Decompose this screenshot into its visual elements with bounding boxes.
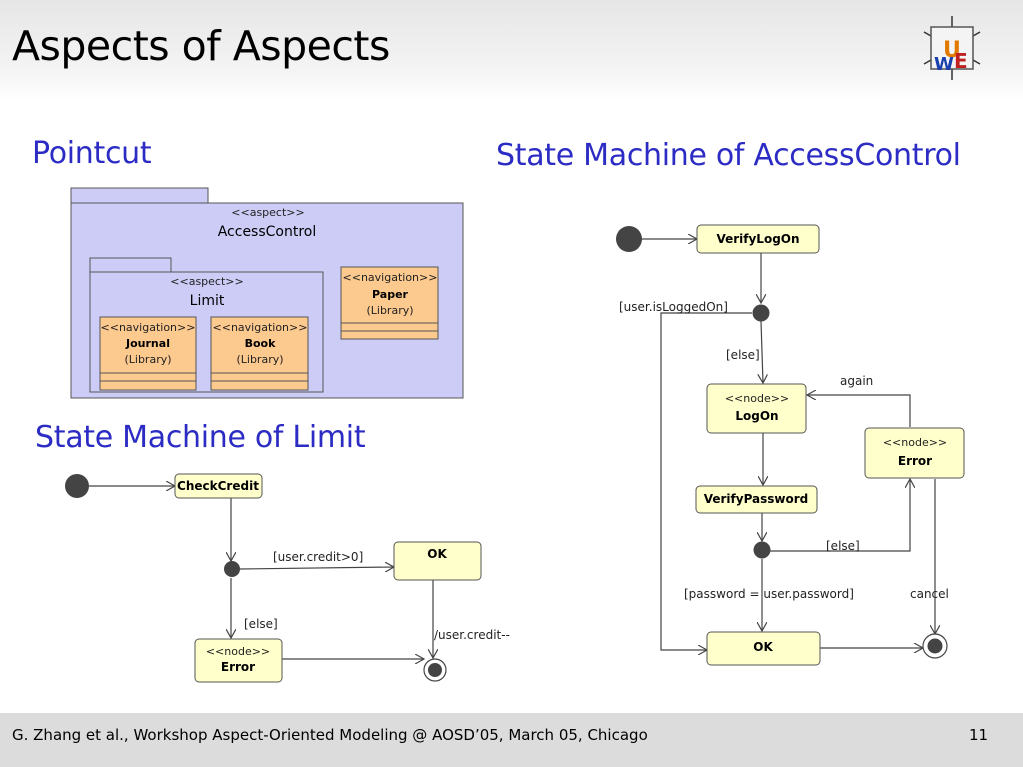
class-journal-stereotype: <<navigation>>: [101, 321, 196, 334]
package-limit-stereotype: <<aspect>>: [170, 275, 243, 288]
svg-text:OK: OK: [753, 640, 773, 654]
access-final-state: [922, 633, 948, 659]
access-state-logon: <<node>> LogOn: [706, 383, 807, 434]
access-guard-else-2: [else]: [826, 539, 860, 553]
slide-title: Aspects of Aspects: [12, 22, 390, 70]
access-guard-else-1: [else]: [726, 348, 760, 362]
access-initial-state: [616, 226, 642, 252]
class-paper-stereotype: <<navigation>>: [343, 271, 438, 284]
access-sm-heading: State Machine of AccessControl: [496, 138, 961, 173]
class-journal-type: (Library): [124, 353, 171, 366]
class-book-name: Book: [245, 337, 276, 350]
uwe-logo: U W E: [923, 16, 981, 80]
limit-state-ok: OK: [393, 541, 482, 581]
class-paper: <<navigation>> Paper (Library): [340, 266, 439, 340]
access-label-again: again: [840, 374, 873, 388]
limit-guard-credit: [user.credit>0]: [273, 550, 363, 564]
page-number: 11: [969, 726, 989, 744]
class-book: <<navigation>> Book (Library): [210, 316, 309, 391]
access-state-verifypassword: VerifyPassword: [695, 485, 818, 514]
svg-text:VerifyLogOn: VerifyLogOn: [716, 232, 799, 246]
svg-text:E: E: [954, 49, 968, 73]
svg-text:Error: Error: [221, 660, 255, 674]
class-journal-name: Journal: [125, 337, 170, 350]
access-state-machine: [642, 239, 935, 650]
class-book-stereotype: <<navigation>>: [213, 321, 308, 334]
svg-text:LogOn: LogOn: [735, 409, 778, 423]
svg-text:<<node>>: <<node>>: [206, 645, 270, 658]
access-choice-logged-on: [752, 304, 770, 322]
svg-text:U: U: [943, 38, 961, 63]
class-paper-type: (Library): [366, 304, 413, 317]
slide-header: [0, 0, 1023, 100]
limit-initial-state: [65, 474, 89, 498]
access-label-cancel: cancel: [910, 587, 949, 601]
svg-text:Error: Error: [898, 454, 932, 468]
svg-text:<<node>>: <<node>>: [725, 392, 789, 405]
limit-sm-heading: State Machine of Limit: [35, 420, 366, 455]
package-limit-name: Limit: [190, 293, 225, 309]
class-book-type: (Library): [236, 353, 283, 366]
pointcut-heading: Pointcut: [32, 136, 152, 171]
limit-state-checkcredit: CheckCredit: [174, 473, 263, 499]
access-state-verifylogon: VerifyLogOn: [696, 224, 820, 254]
footer-citation: G. Zhang et al., Workshop Aspect-Oriente…: [12, 726, 648, 744]
limit-state-machine: [89, 486, 433, 659]
access-guard-logged-on: [user.isLoggedOn]: [619, 300, 728, 314]
class-journal: <<navigation>> Journal (Library): [99, 316, 197, 391]
access-guard-password: [password = user.password]: [684, 587, 854, 601]
limit-action-credit: /user.credit--: [434, 628, 510, 642]
access-choice-password: [753, 541, 771, 559]
svg-text:VerifyPassword: VerifyPassword: [704, 492, 809, 506]
svg-text:<<node>>: <<node>>: [883, 436, 947, 449]
package-accesscontrol-stereotype: <<aspect>>: [231, 206, 304, 219]
limit-final-state: [423, 658, 447, 682]
class-paper-name: Paper: [372, 288, 409, 301]
svg-text:OK: OK: [427, 547, 447, 561]
limit-guard-else: [else]: [244, 617, 278, 631]
limit-state-error: <<node>> Error: [194, 638, 283, 683]
slide-footer: [0, 713, 1023, 767]
package-accesscontrol-name: AccessControl: [218, 224, 317, 240]
access-state-ok: OK: [706, 631, 821, 666]
svg-text:W: W: [934, 54, 954, 75]
svg-text:CheckCredit: CheckCredit: [177, 479, 259, 493]
access-state-error: <<node>> Error: [864, 427, 965, 479]
limit-choice: [224, 561, 240, 577]
